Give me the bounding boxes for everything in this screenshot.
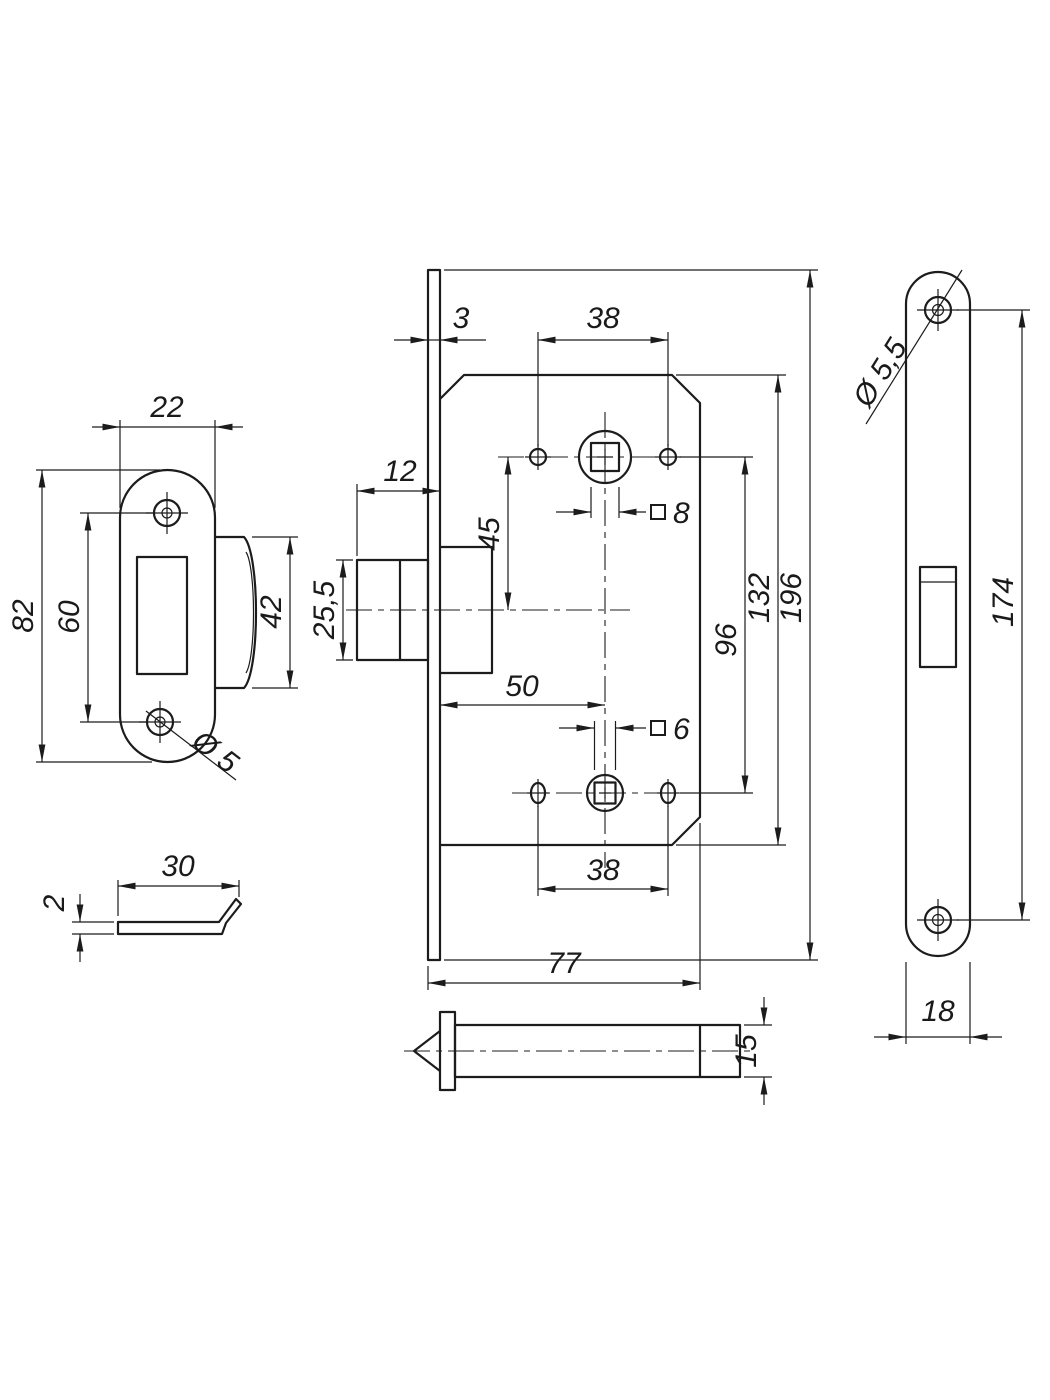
dim-label-faceplate-hole-dia: Ø 5,5 <box>846 333 914 414</box>
dim-label-latch-width: 15 <box>730 1034 763 1068</box>
dim-label-dust-thickness: 2 <box>38 894 71 912</box>
dim-label-faceplate-thickness: 3 <box>453 302 470 335</box>
dim-label-faceplate-width: 18 <box>921 995 955 1028</box>
strike-plate-cutout <box>135 555 189 676</box>
spindle-hole-bottom <box>585 773 625 813</box>
dim-spindle-square-bottom: 6 <box>559 713 690 770</box>
dim-body-depth: 77 <box>427 823 701 990</box>
mounting-slot-bottom-right <box>657 779 679 807</box>
dim-label-faceplate-screw-spacing: 174 <box>987 577 1020 627</box>
mounting-hole-top-right <box>655 444 681 470</box>
faceplate-latch-cutout <box>918 565 958 669</box>
dim-label-strike-hole-spacing: 60 <box>53 600 86 634</box>
dim-bottom-hole-spacing: 38 <box>537 806 669 896</box>
dim-spindle-spacing: 96 <box>680 456 753 794</box>
faceplate-edge <box>426 268 442 962</box>
dim-label-strike-width: 22 <box>149 391 184 424</box>
dim-latch-width: 15 <box>730 997 772 1105</box>
dim-faceplate-thickness: 3 <box>394 302 486 344</box>
dim-dust-width: 30 <box>117 850 240 916</box>
dim-label-spindle-square-bottom: 6 <box>673 713 690 746</box>
spindle-hole-top <box>577 429 633 485</box>
dust-cover-outline <box>116 897 243 936</box>
dim-label-latch-projection: 12 <box>383 455 417 488</box>
faceplate-outline <box>904 270 972 958</box>
dim-latch-height: 25,5 <box>308 559 353 661</box>
latch-bottom-view: 15 <box>404 997 772 1105</box>
dim-backset: 50 <box>440 670 605 709</box>
dim-dust-thickness: 2 <box>38 894 114 962</box>
mounting-slot-bottom-left <box>527 779 549 807</box>
strike-plate-outline <box>118 468 217 764</box>
dim-label-spindle-spacing: 96 <box>710 623 743 657</box>
dim-body-height: 132 <box>676 374 786 846</box>
dim-label-spindle-square-top: 8 <box>673 497 690 530</box>
leader-line <box>145 710 237 781</box>
dim-label-faceplate-length: 196 <box>775 573 808 623</box>
dim-label-bottom-hole-spacing: 38 <box>586 854 620 887</box>
dim-spindle-to-latch: 45 <box>473 457 512 610</box>
dim-spindle-square-top: 8 <box>556 487 690 530</box>
faceplate-screw-hole-top <box>917 289 959 331</box>
dim-label-body-height: 132 <box>743 573 776 623</box>
faceplate-screw-hole-bottom <box>917 899 959 941</box>
dim-faceplate-length: 196 <box>444 269 818 961</box>
dim-label-spindle-to-latch: 45 <box>473 517 506 551</box>
dim-strike-hole-spacing: 60 <box>53 512 153 723</box>
latch-body-section <box>453 1023 742 1079</box>
dim-strike-height: 82 <box>7 469 160 763</box>
faceplate-view: Ø 5,5 174 18 <box>846 269 1030 1044</box>
square-symbol <box>650 504 666 520</box>
dim-label-body-depth: 77 <box>547 947 582 980</box>
dim-latch-projection: 12 <box>356 455 440 556</box>
dim-label-backset: 50 <box>505 670 539 703</box>
dust-cover-view: 30 2 <box>38 850 243 962</box>
dim-label-latch-height: 25,5 <box>308 580 341 640</box>
dim-label-strike-hole-dia: Ø 5 <box>185 724 244 780</box>
dim-top-hole-spacing: 38 <box>537 302 669 446</box>
dim-strike-tab-height: 42 <box>252 536 298 689</box>
strike-plate-tab-fold <box>245 551 255 674</box>
dim-label-strike-tab-height: 42 <box>255 595 288 629</box>
dim-faceplate-hole-dia: Ø 5,5 <box>846 269 963 425</box>
latch-tip <box>412 1030 441 1072</box>
dim-faceplate-screw-spacing: 174 <box>957 309 1030 921</box>
strike-plate-view: 22 82 60 42 Ø 5 <box>7 391 298 781</box>
lock-body-view: 3 38 12 45 8 25,5 50 <box>308 268 818 990</box>
dim-strike-hole-dia: Ø 5 <box>145 710 244 781</box>
lock-body-outline <box>439 373 702 847</box>
dim-strike-width: 22 <box>92 391 243 508</box>
strike-plate-tab <box>215 535 258 690</box>
dim-faceplate-width: 18 <box>874 962 1002 1044</box>
mounting-hole-top-left <box>525 444 551 470</box>
dim-label-dust-width: 30 <box>161 850 195 883</box>
dim-label-strike-height: 82 <box>7 599 40 633</box>
dim-label-top-hole-spacing: 38 <box>586 302 620 335</box>
square-symbol <box>650 720 666 736</box>
leader-line <box>865 269 963 425</box>
